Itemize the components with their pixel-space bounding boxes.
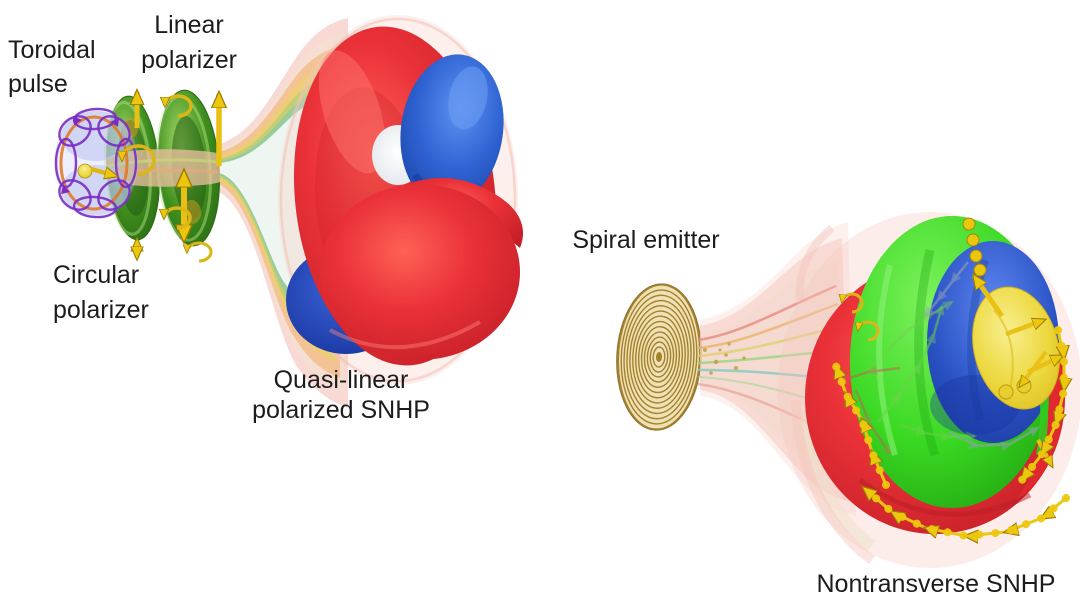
- label-circular-polarizer-line1: Circular: [53, 261, 139, 289]
- quasi-linear-snhp-icon: [278, 15, 524, 385]
- nontransverse-snhp-icon: [778, 212, 1080, 568]
- spin-arrows-gold: [832, 217, 1066, 536]
- toroidal-pulse-icon: [54, 107, 138, 219]
- polarization-arrows-left: [122, 92, 219, 263]
- left-panel: Toroidal pulse Linear polarizer Circular…: [8, 11, 524, 424]
- label-quasi-linear-line1: Quasi-linear: [274, 366, 409, 394]
- spiral-emitter-icon: [616, 283, 702, 431]
- right-panel: Spiral emitter Nontransverse SNHP: [572, 212, 1080, 598]
- label-toroidal-pulse-line1: Toroidal: [8, 36, 96, 64]
- gold-speckles: [703, 342, 746, 375]
- label-toroidal-pulse-line2: pulse: [8, 70, 68, 98]
- label-quasi-linear-line2: polarized SNHP: [252, 396, 430, 424]
- label-circular-polarizer-line2: polarizer: [53, 296, 149, 324]
- label-linear-polarizer-line1: Linear: [154, 11, 224, 39]
- label-spiral-emitter: Spiral emitter: [572, 226, 719, 254]
- label-nontransverse-snhp: Nontransverse SNHP: [817, 570, 1056, 598]
- label-linear-polarizer-line2: polarizer: [141, 46, 237, 74]
